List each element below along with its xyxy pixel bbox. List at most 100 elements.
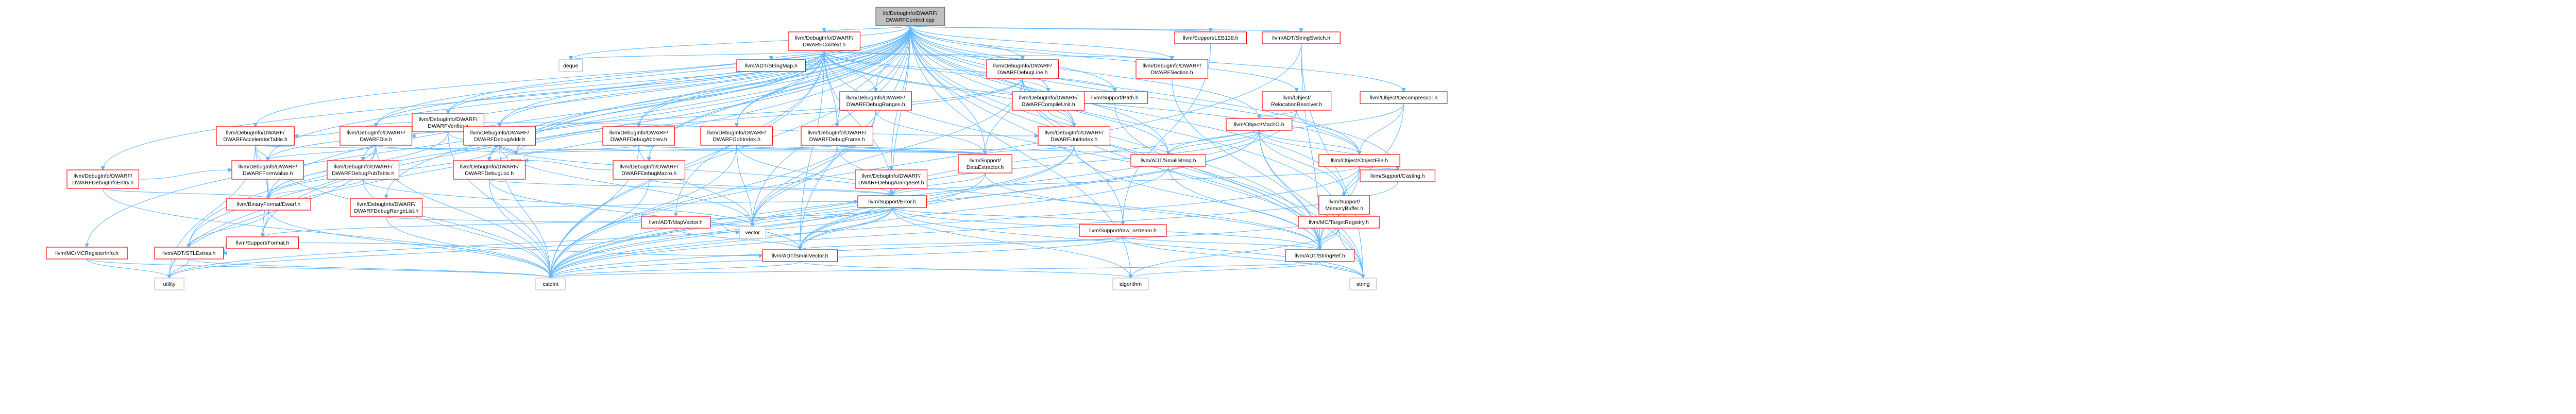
edge-dinfo-to-bindw — [103, 188, 269, 198]
edge-die-to-bindw — [269, 145, 377, 198]
node-path[interactable]: llvm/Support/Path.h — [1081, 91, 1148, 104]
node-dext[interactable]: llvm/Support/DataExtractor.h — [958, 154, 1012, 174]
edge-error-to-vector — [753, 207, 893, 227]
node-label: DWARFDebugMacro.h — [621, 170, 676, 177]
node-utility[interactable]: utility — [154, 278, 184, 290]
edge-root-to-casting — [910, 25, 1398, 170]
node-box — [558, 59, 583, 72]
node-treg[interactable]: llvm/MC/TargetRegistry.h — [1298, 216, 1380, 229]
edge-treg-to-algorithm — [1130, 228, 1340, 278]
edge-error-to-smvec — [800, 207, 893, 250]
edge-relres-to-cstdint — [551, 110, 1297, 278]
edge-mapvec-to-smvec — [675, 228, 800, 250]
node-string[interactable]: string — [1349, 278, 1377, 290]
node-box — [463, 126, 536, 146]
node-dunit[interactable]: llvm/DebugInfo/DWARF/DWARFUnitIndex.h — [1038, 126, 1111, 146]
edge-ctx-to-drng — [824, 50, 876, 92]
node-membuf[interactable]: llvm/Support/MemoryBuffer.h — [1318, 195, 1370, 215]
node-label: DWARFSection.h — [1151, 70, 1193, 76]
edge-objfile-to-cstdint — [551, 166, 1360, 278]
edge-dframe-to-smstr — [837, 145, 1168, 154]
node-dsect[interactable]: llvm/DebugInfo/DWARF/DWARFSection.h — [1136, 59, 1209, 79]
node-label: llvm/DebugInfo/DWARF/ — [357, 201, 416, 208]
node-box — [855, 169, 928, 189]
node-strref[interactable]: llvm/ADT/StringRef.h — [1285, 249, 1355, 262]
node-smstr[interactable]: llvm/ADT/SmallString.h — [1130, 154, 1206, 167]
node-error[interactable]: llvm/Support/Error.h — [857, 195, 927, 208]
node-dabbr[interactable]: llvm/DebugInfo/DWARF/DWARFDebugAbbrev.h — [602, 126, 675, 146]
node-dmacro[interactable]: llvm/DebugInfo/DWARF/DWARFDebugMacro.h — [613, 160, 686, 180]
node-format[interactable]: llvm/Support/Format.h — [226, 236, 299, 249]
node-label: llvm/DebugInfo/DWARF/ — [1143, 63, 1201, 69]
node-daranges[interactable]: llvm/DebugInfo/DWARF/DWARFDebugArangeSet… — [855, 169, 928, 189]
edge-dpub-to-vector — [363, 179, 753, 227]
node-drng[interactable]: llvm/DebugInfo/DWARF/DWARFDebugRanges.h — [839, 91, 912, 111]
node-box — [340, 126, 413, 146]
node-dpub[interactable]: llvm/DebugInfo/DWARF/DWARFDebugPubTable.… — [327, 160, 400, 180]
node-vector[interactable]: vector — [739, 226, 766, 239]
node-relres[interactable]: llvm/Object/RelocationResolver.h — [1262, 91, 1332, 111]
node-smvec[interactable]: llvm/ADT/SmallVector.h — [762, 249, 838, 262]
node-dinfo[interactable]: llvm/DebugInfo/DWARF/DWARFDebugInfoEntry… — [66, 169, 140, 189]
node-strmap[interactable]: llvm/ADT/StringMap.h — [736, 59, 806, 72]
node-label: algorithm — [1120, 281, 1142, 287]
node-algorithm[interactable]: algorithm — [1112, 278, 1149, 290]
node-dframe[interactable]: llvm/DebugInfo/DWARF/DWARFDebugFrame.h — [801, 126, 874, 146]
node-dcu[interactable]: llvm/DebugInfo/DWARF/DWARFCompileUnit.h — [1012, 91, 1085, 111]
node-macho[interactable]: llvm/Object/MachO.h — [1226, 118, 1293, 131]
edge-format-to-smvec — [298, 242, 762, 256]
node-rawos[interactable]: llvm/Support/raw_ostream.h — [1079, 224, 1167, 237]
node-box — [1262, 31, 1341, 44]
node-box — [1038, 126, 1111, 146]
node-mapvec[interactable]: llvm/ADT/MapVector.h — [641, 216, 711, 229]
node-label: llvm/ADT/STLExtras.h — [162, 250, 215, 256]
edge-smvec-to-cstdint — [551, 261, 801, 278]
edge-verif-to-cstdint — [448, 131, 551, 278]
node-box — [154, 247, 224, 260]
node-mcreg[interactable]: llvm/MC/MCRegisterInfo.h — [46, 247, 128, 260]
node-deque[interactable]: deque — [558, 59, 583, 72]
node-formval[interactable]: llvm/DebugInfo/DWARF/DWARFFormValue.h — [231, 160, 304, 180]
node-box — [739, 226, 766, 239]
node-accel[interactable]: llvm/DebugInfo/DWARF/DWARFAcceleratorTab… — [216, 126, 295, 146]
edge-gdb-to-strref — [736, 145, 1320, 250]
node-box — [1349, 278, 1377, 290]
edge-ctx-to-deque — [571, 50, 825, 60]
edge-drng-to-dext — [875, 110, 985, 154]
edge-smstr-to-smvec — [800, 166, 1169, 250]
node-box — [226, 198, 311, 211]
edge-gdb-to-dext — [736, 145, 985, 154]
node-dloc[interactable]: llvm/DebugInfo/DWARF/DWARFDebugLoc.h — [453, 160, 526, 180]
node-strsw[interactable]: llvm/ADT/StringSwitch.h — [1262, 31, 1341, 44]
edge-stlx-to-utility — [170, 258, 190, 278]
node-label: llvm/DebugInfo/DWARF/ — [609, 130, 668, 136]
node-label: llvm/Object/ObjectFile.h — [1331, 158, 1388, 164]
node-root[interactable]: lib/DebugInfo/DWARF/DWARFContext.cpp — [875, 7, 945, 26]
node-dline[interactable]: llvm/DebugInfo/DWARF/DWARFDebugLine.h — [986, 59, 1059, 79]
node-le128[interactable]: llvm/Support/LEB128.h — [1174, 31, 1247, 44]
edge-root-to-vector — [753, 25, 911, 227]
node-gdb[interactable]: llvm/DebugInfo/DWARF/DWARFGdbIndex.h — [700, 126, 773, 146]
node-stlx[interactable]: llvm/ADT/STLExtras.h — [154, 247, 224, 260]
node-label: DWARFFormValue.h — [243, 170, 293, 177]
node-casting[interactable]: llvm/Support/Casting.h — [1360, 169, 1435, 182]
node-label: DWARFDebugPubTable.h — [332, 170, 395, 177]
node-die[interactable]: llvm/DebugInfo/DWARF/DWARFDie.h — [340, 126, 413, 146]
node-objfile[interactable]: llvm/Object/ObjectFile.h — [1318, 154, 1400, 167]
node-label: llvm/DebugInfo/DWARF/ — [334, 164, 393, 170]
node-label: DWARFUnitIndex.h — [1050, 136, 1097, 143]
node-decomp[interactable]: llvm/Object/Decompressor.h — [1360, 91, 1448, 104]
node-cstdint[interactable]: cstdint — [535, 278, 566, 290]
node-box — [1318, 154, 1400, 167]
node-bindw[interactable]: llvm/BinaryFormat/Dwarf.h — [226, 198, 311, 211]
node-label: llvm/Support/ — [1329, 199, 1360, 205]
node-daddr[interactable]: llvm/DebugInfo/DWARF/DWARFDebugAddr.h — [463, 126, 536, 146]
node-box — [1360, 91, 1448, 104]
node-label: cstdint — [543, 281, 558, 287]
edge-smstr-to-strref — [1168, 166, 1320, 250]
node-ctx[interactable]: llvm/DebugInfo/DWARF/DWARFContext.h — [788, 31, 861, 51]
node-label: llvm/DebugInfo/DWARF/ — [846, 95, 905, 101]
node-label: llvm/DebugInfo/DWARF/ — [862, 173, 921, 179]
edge-objfile-to-membuf — [1344, 166, 1360, 196]
node-drnglist[interactable]: llvm/DebugInfo/DWARF/DWARFDebugRangeList… — [350, 198, 423, 217]
